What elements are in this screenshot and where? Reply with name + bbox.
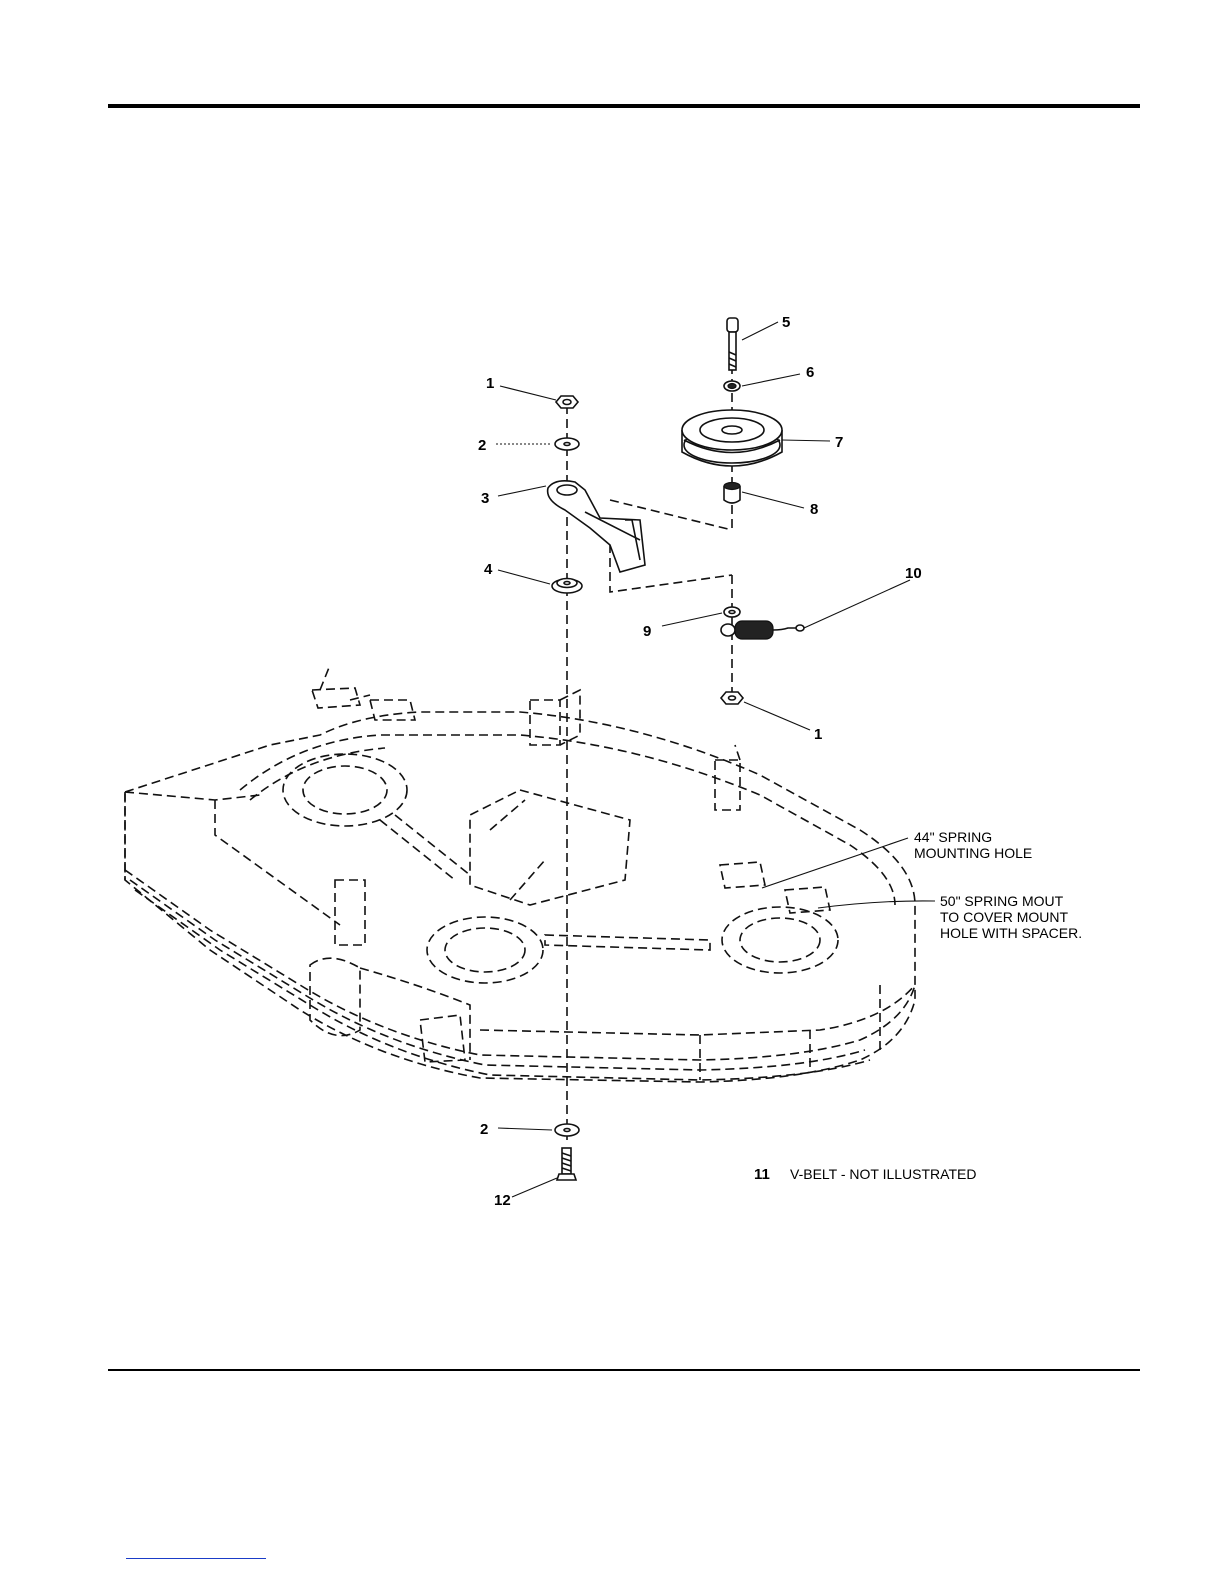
legend-item-number: 11 xyxy=(754,1166,770,1183)
callout-1-top: 1 xyxy=(486,375,494,392)
note-44-spring-line2: MOUNTING HOLE xyxy=(914,845,1032,861)
callout-2-top: 2 xyxy=(478,437,486,454)
note-44-spring-line1: 44" SPRING xyxy=(914,829,992,845)
callout-3: 3 xyxy=(481,490,489,507)
flat-washer-top xyxy=(555,438,579,450)
note-50-spring-line3: HOLE WITH SPACER. xyxy=(940,925,1082,941)
callout-4: 4 xyxy=(484,561,493,578)
callout-9: 9 xyxy=(643,623,651,640)
note-50-spring-line2: TO COVER MOUNT xyxy=(940,909,1069,925)
pulley-spacer xyxy=(724,483,740,504)
callout-8: 8 xyxy=(810,501,818,518)
callout-7: 7 xyxy=(835,434,843,451)
note-50-spring-line1: 50" SPRING MOUT xyxy=(940,893,1064,909)
legend-item-text: V-BELT - NOT ILLUSTRATED xyxy=(790,1166,976,1182)
spring-nut xyxy=(724,607,740,617)
callout-1-bottom: 1 xyxy=(814,726,822,743)
callout-12: 12 xyxy=(494,1192,511,1209)
hex-bolt xyxy=(557,1148,576,1180)
callout-10: 10 xyxy=(905,565,922,582)
callout-2-bottom: 2 xyxy=(480,1121,488,1138)
idler-arm xyxy=(548,481,645,572)
callout-5: 5 xyxy=(782,314,790,331)
callout-6: 6 xyxy=(806,364,814,381)
idler-pulley xyxy=(682,410,782,466)
extension-spring xyxy=(721,621,804,639)
hex-nut-bottom xyxy=(721,692,743,704)
shoulder-bolt xyxy=(727,318,738,370)
hex-nut-top xyxy=(556,396,578,408)
pulley-nut xyxy=(724,381,740,391)
mower-deck xyxy=(125,665,915,1082)
flat-washer-bottom xyxy=(555,1124,579,1136)
flanged-bushing xyxy=(552,579,582,594)
